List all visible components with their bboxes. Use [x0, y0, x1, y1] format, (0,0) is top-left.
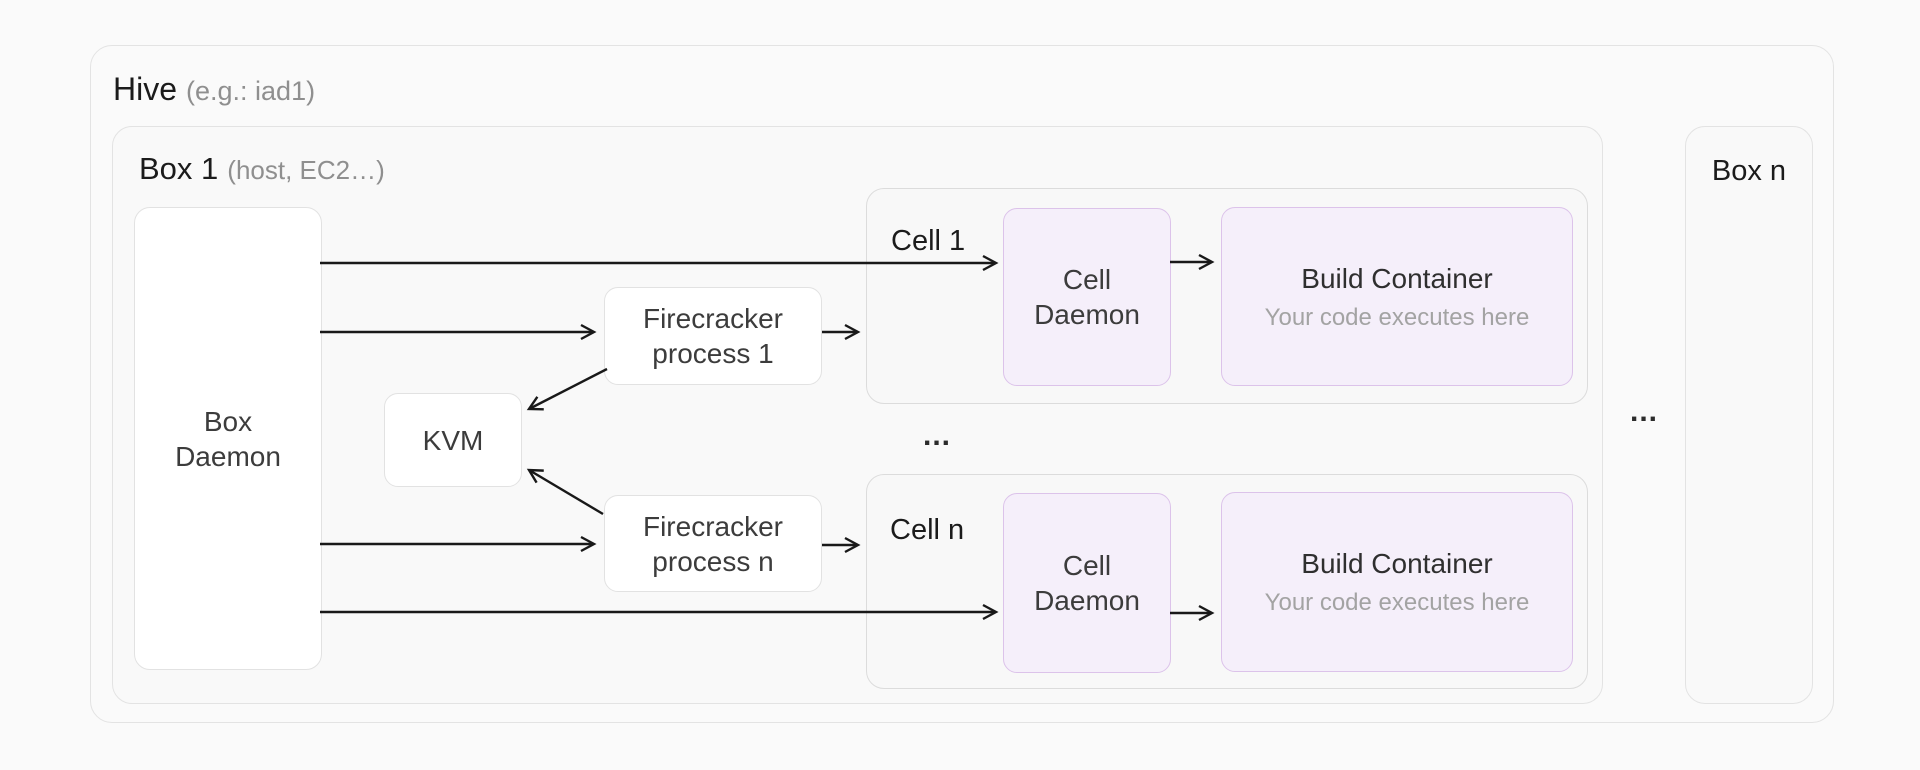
celln-daemon-label-line2: Daemon: [1034, 585, 1140, 616]
celln-daemon-label-line1: Cell: [1062, 550, 1112, 581]
box1-subtitle: (host, EC2…): [227, 155, 385, 185]
box1-header: Box 1 (host, EC2…): [139, 151, 385, 187]
celln-build-container-node: Build Container Your code executes here: [1221, 492, 1573, 672]
box-daemon-node: Box Daemon: [134, 207, 322, 670]
firecracker-1-label-line1: Firecracker: [642, 303, 783, 334]
box-daemon-label-line1: Box: [203, 405, 253, 437]
celln-title: Cell n: [890, 514, 965, 546]
ellipsis-between-boxes: ...: [1629, 395, 1658, 428]
firecracker-1-label-line2: process 1: [652, 338, 774, 369]
cell1-build-container-node: Build Container Your code executes here: [1221, 207, 1573, 386]
boxn-title: Box n: [1711, 155, 1787, 187]
box1-title: Box 1: [139, 151, 219, 186]
cell1-build-title: Build Container: [1301, 262, 1493, 294]
cell1-daemon-label-line1: Cell: [1062, 264, 1112, 295]
cell1-title: Cell 1: [891, 225, 966, 257]
cell1-cell-daemon-node: Cell Daemon: [1003, 208, 1171, 386]
celln-build-title: Build Container: [1301, 548, 1493, 579]
cell1-daemon-label-line2: Daemon: [1034, 299, 1140, 330]
box-daemon-label-line2: Daemon: [175, 440, 281, 472]
hive-title: Hive: [113, 71, 178, 107]
box1-container: Box 1 (host, EC2…) Box Daemon KVM Firecra…: [112, 126, 1603, 704]
firecracker-process-1-node: Firecracker process 1: [604, 287, 822, 385]
kvm-node: KVM: [384, 393, 522, 487]
firecracker-process-n-node: Firecracker process n: [604, 495, 822, 592]
kvm-label: KVM: [422, 424, 484, 456]
firecracker-n-label-line1: Firecracker: [642, 510, 783, 542]
ellipsis-between-cells: ...: [922, 419, 951, 452]
hive-container: Hive (e.g.: iad1) Box 1 (host, EC2…) Box D…: [90, 45, 1834, 723]
hive-subtitle: (e.g.: iad1): [186, 76, 316, 106]
celln-cell-daemon-node: Cell Daemon: [1003, 493, 1171, 673]
boxn-container: Box n: [1685, 126, 1813, 704]
cell1-build-subtitle: Your code executes here: [1264, 303, 1530, 331]
firecracker-n-label-line2: process n: [652, 545, 774, 577]
celln-container: Cell n Cell Daemon Build Container Your …: [866, 474, 1588, 689]
celln-build-subtitle: Your code executes here: [1264, 589, 1530, 616]
hive-header: Hive (e.g.: iad1): [113, 71, 315, 108]
cell1-container: Cell 1 Cell Daemon Build Container Your …: [866, 188, 1588, 404]
